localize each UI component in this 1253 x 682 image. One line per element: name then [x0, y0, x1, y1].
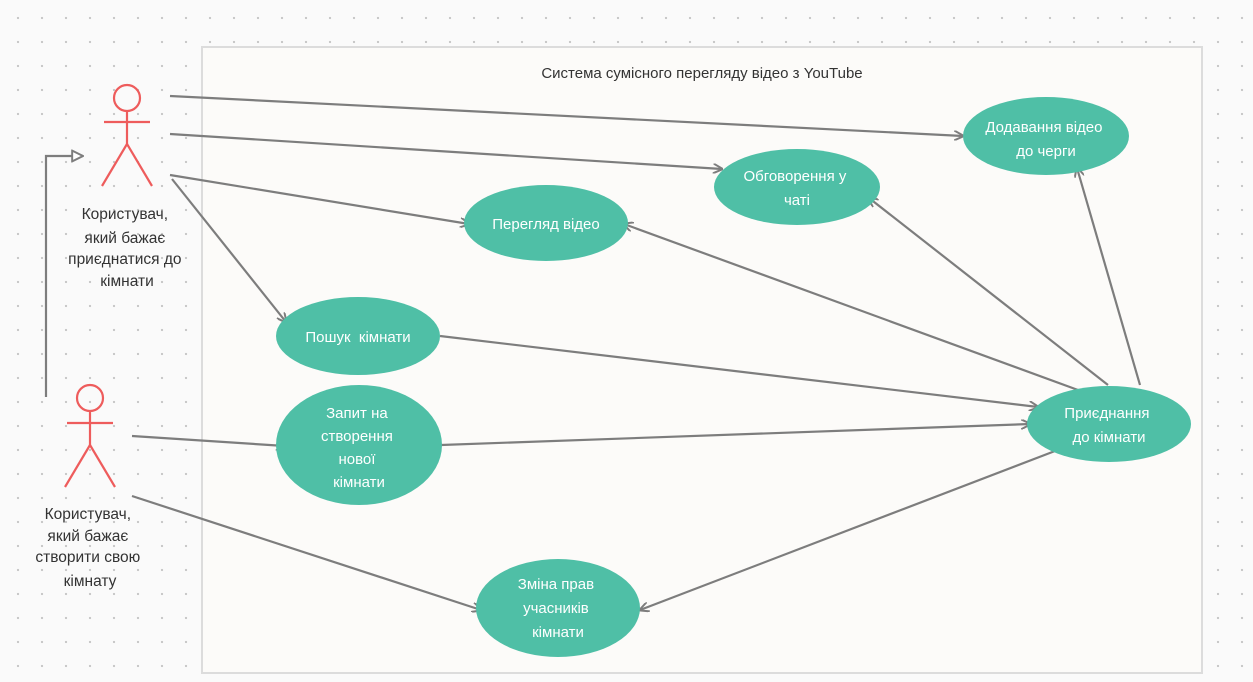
- stick-figure-icon: [101, 83, 153, 187]
- actor-join[interactable]: Користувач, який бажає приєднатися до кі…: [68, 83, 186, 290]
- use-case-ellipse: [276, 385, 442, 505]
- use-case-watch[interactable]: Перегляд відео: [464, 185, 628, 261]
- relation-join-room-add-video: [1077, 168, 1142, 386]
- use-case-label: Зміна прав учасників кімнати: [518, 576, 598, 641]
- relation-join-room-watch: [624, 224, 1079, 392]
- use-case-ellipse: [714, 149, 880, 225]
- use-case-label: Обговорення у чаті: [743, 168, 850, 209]
- relation-join-room-chat: [869, 198, 1109, 386]
- use-case-search[interactable]: Пошук кімнати: [276, 297, 440, 375]
- stick-figure-icon: [64, 383, 116, 488]
- relation-search-join-room: [439, 334, 1038, 407]
- use-case-ellipse: [276, 297, 440, 375]
- relation-join-room-rights: [640, 449, 1056, 610]
- use-case-ellipse: [464, 185, 628, 261]
- relation-actor-join-add-video: [169, 94, 963, 136]
- relation-actor-join-chat: [169, 132, 722, 169]
- relation-create-room-join-room: [440, 424, 1030, 447]
- actor-label: Користувач, який бажає створити свою кім…: [35, 506, 144, 590]
- actor-label: Користувач, який бажає приєднатися до кі…: [68, 206, 186, 290]
- relation-actor-join-search: [171, 178, 286, 322]
- use-case-create-room[interactable]: Запит на створення нової кімнати: [276, 385, 442, 505]
- use-case-ellipse: [476, 559, 640, 657]
- relation-actor-create-create-room: [131, 434, 285, 446]
- system-title: Система сумісного перегляду відео з YouT…: [541, 65, 862, 82]
- relation-actor-join-watch: [169, 173, 469, 224]
- use-case-label: Приєднання до кімнати: [1064, 405, 1153, 446]
- use-case-ellipse: [963, 97, 1129, 175]
- use-case-join-room[interactable]: Приєднання до кімнати: [1027, 386, 1191, 462]
- use-case-label: Пошук кімнати: [305, 329, 410, 346]
- use-case-rights[interactable]: Зміна прав учасників кімнати: [476, 559, 640, 657]
- relation-actor-create-rights: [131, 494, 481, 610]
- actor-create[interactable]: Користувач, який бажає створити свою кім…: [35, 383, 144, 590]
- use-case-label: Додавання відео до черги: [985, 119, 1106, 160]
- generalization-arrow: [44, 156, 83, 397]
- use-case-ellipse: [1027, 386, 1191, 462]
- use-case-label: Перегляд відео: [492, 216, 599, 233]
- use-case-add-video[interactable]: Додавання відео до черги: [963, 97, 1129, 175]
- relations: [44, 94, 1142, 610]
- use-case-chat[interactable]: Обговорення у чаті: [714, 149, 880, 225]
- use-case-label: Запит на створення нової кімнати: [321, 405, 397, 491]
